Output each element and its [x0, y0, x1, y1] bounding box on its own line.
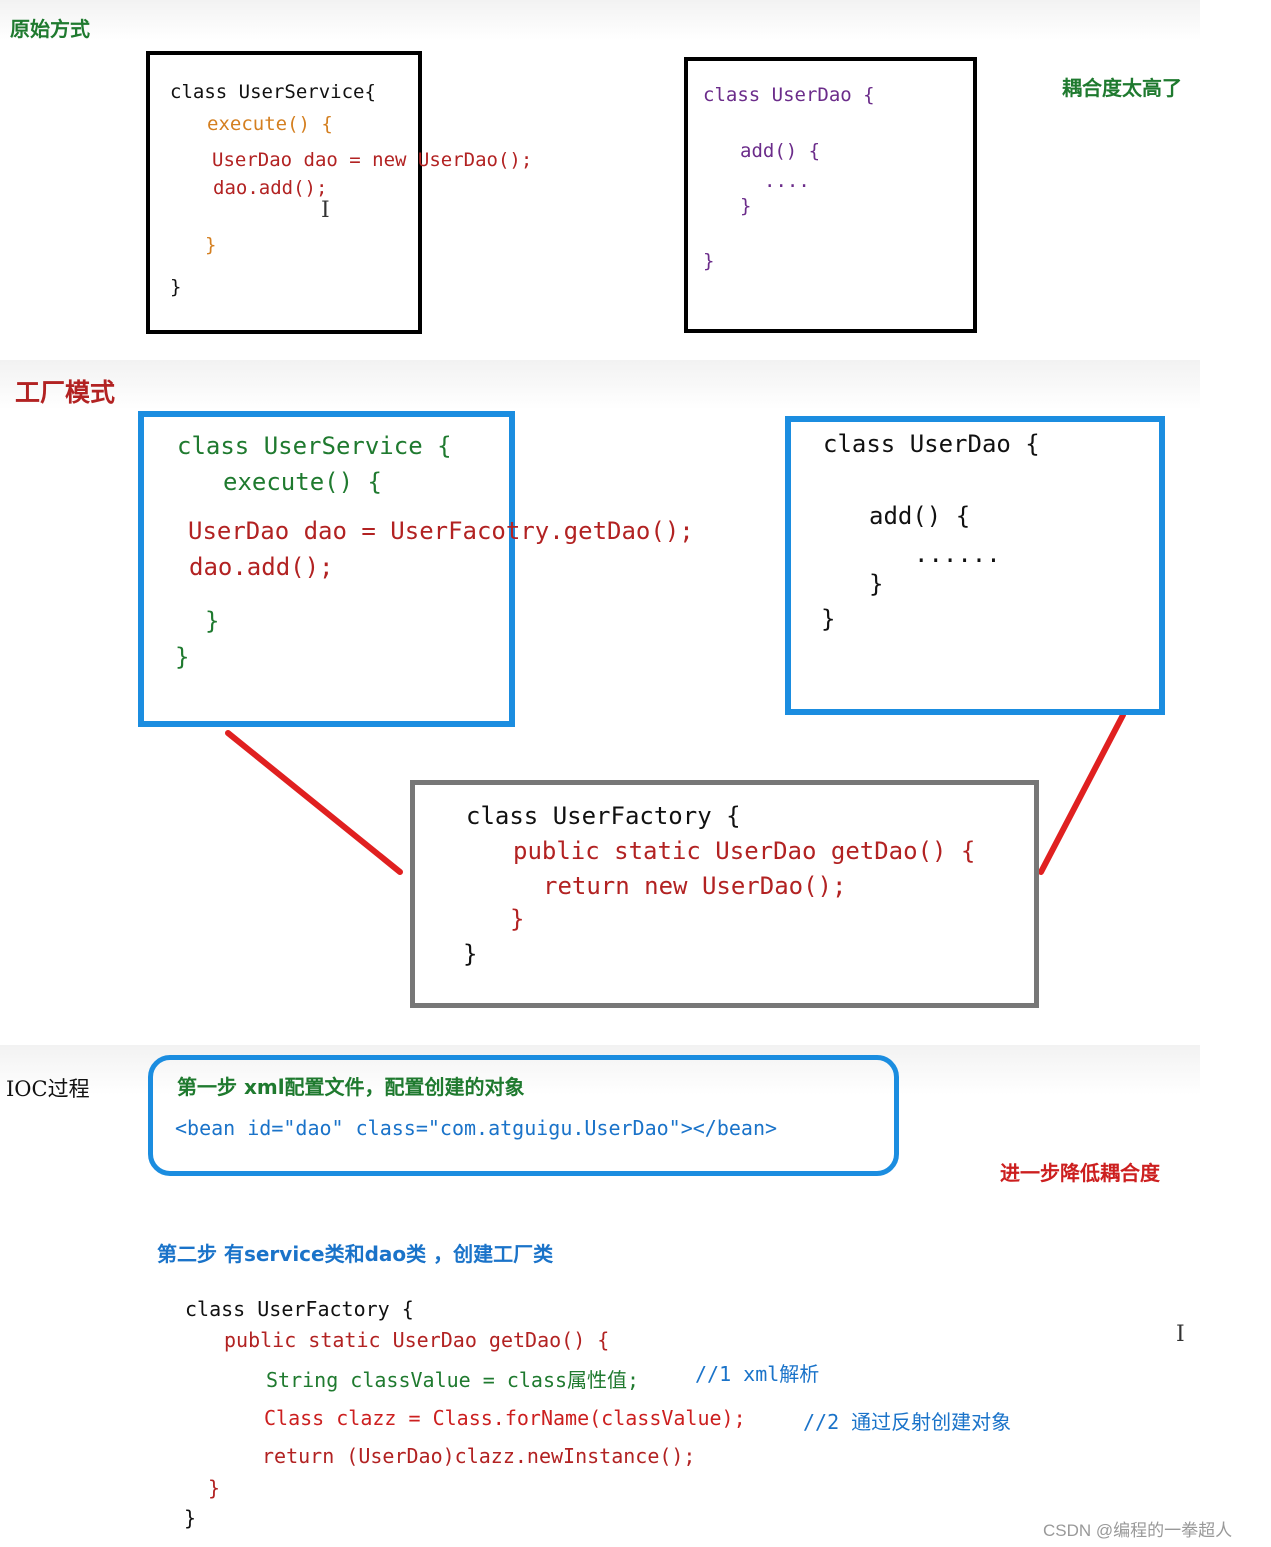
code-line: Class clazz = Class.forName(classValue);: [264, 1406, 746, 1430]
step2-title: 第二步 有service类和dao类 ，创建工厂类: [157, 1242, 554, 1266]
code-line: }: [205, 234, 217, 256]
section-band-ioc: [0, 1045, 1200, 1095]
code-line: public static UserDao getDao() {: [224, 1328, 610, 1352]
section-title-factory: 工厂模式: [15, 378, 116, 407]
code-line: }: [175, 643, 190, 671]
code-line: add() {: [740, 140, 821, 162]
factory-dao-box: [785, 416, 1165, 715]
section-band-original: [0, 0, 1200, 40]
code-line: dao.add();: [189, 553, 334, 581]
connector-line-service-factory: [225, 730, 403, 875]
code-line: public static UserDao getDao() {: [513, 837, 976, 865]
code-line: class UserDao {: [823, 430, 1040, 458]
code-line: return (UserDao)clazz.newInstance();: [262, 1444, 696, 1468]
code-line: ......: [914, 540, 1001, 568]
code-line: }: [208, 1476, 221, 1500]
code-line: class UserService{: [170, 81, 376, 103]
connector-line-dao-factory: [1038, 712, 1126, 875]
original-service-box: [146, 51, 422, 334]
code-line: class UserFactory {: [466, 802, 741, 830]
code-comment: //1 xml解析: [695, 1362, 820, 1386]
code-line: execute() {: [207, 113, 333, 135]
text-cursor-icon: I: [321, 198, 330, 223]
step1-box: [148, 1055, 899, 1176]
code-line: UserDao dao = new UserDao();: [212, 149, 533, 171]
code-line: add() {: [869, 502, 971, 530]
lower-coupling-note: 进一步降低耦合度: [1000, 1161, 1160, 1185]
section-band-factory: [0, 360, 1200, 410]
code-comment: //2 通过反射创建对象: [803, 1410, 1012, 1434]
code-line: return new UserDao();: [543, 872, 847, 900]
code-line: }: [184, 1506, 197, 1530]
coupling-note: 耦合度太高了: [1062, 76, 1182, 100]
code-line: class UserDao {: [703, 84, 875, 106]
step1-code: <bean id="dao" class="com.atguigu.UserDa…: [175, 1116, 778, 1140]
original-dao-box: [684, 57, 977, 333]
code-line: execute() {: [223, 468, 382, 496]
watermark: CSDN @编程的一拳超人: [1043, 1521, 1233, 1540]
step1-title: 第一步 xml配置文件，配置创建的对象: [177, 1075, 525, 1099]
code-line: UserDao dao = UserFacotry.getDao();: [188, 517, 694, 545]
code-line: }: [869, 570, 884, 598]
code-line: }: [510, 905, 525, 933]
code-line: String classValue = class属性值;: [266, 1368, 640, 1392]
section-title-ioc: IOC过程: [6, 1077, 90, 1101]
code-line: }: [740, 195, 752, 217]
code-line: }: [205, 607, 220, 635]
code-line: }: [463, 940, 478, 968]
code-line: }: [703, 250, 715, 272]
text-cursor-icon: I: [1176, 1322, 1185, 1347]
section-title-original: 原始方式: [10, 17, 90, 41]
code-line: ....: [764, 170, 810, 192]
factory-class-box: [410, 780, 1039, 1008]
factory-service-box: [138, 411, 515, 727]
code-line: }: [821, 605, 836, 633]
code-line: class UserService {: [177, 432, 452, 460]
code-line: class UserFactory {: [185, 1297, 414, 1321]
code-line: dao.add();: [213, 177, 328, 199]
code-line: }: [170, 276, 182, 298]
